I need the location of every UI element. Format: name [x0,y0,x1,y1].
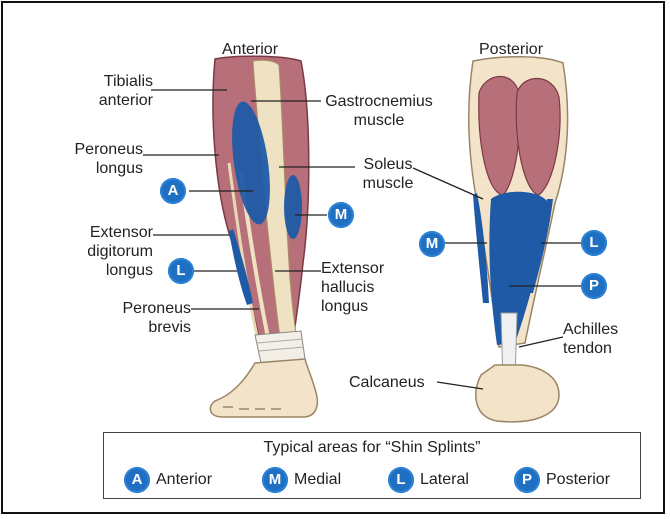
legend-title: Typical areas for “Shin Splints” [104,439,640,457]
legend-item-medial: M Medial [262,467,341,493]
badge-medial-area-anterior-view: M [328,202,354,228]
label-tibialis-line2: anterior [73,91,153,110]
label-gastrocnemius-muscle: Gastrocnemius muscle [319,92,439,130]
legend-item-lateral: L Lateral [388,467,469,493]
label-achilles-tendon: Achilles tendon [563,320,643,358]
label-peroneus-brevis: Peroneus brevis [103,299,191,337]
badge-lateral-area-posterior-view: L [581,230,607,256]
badge-medial-area-posterior-view: M [419,231,445,257]
label-peroneus-longus: Peroneus longus [59,140,143,178]
anterior-heading: Anterior [222,40,278,59]
anterior-leg [210,56,317,417]
label-gastrocnemius-line1: Gastrocnemius [319,92,439,111]
badge-lateral-area-anterior-view: L [168,258,194,284]
legend-badge-anterior: A [124,467,150,493]
label-extensor-digitorum-line1: Extensor [63,223,153,242]
label-soleus-line1: Soleus [353,155,423,174]
legend-badge-posterior: P [514,467,540,493]
label-soleus-line2: muscle [353,174,423,193]
legend-item-posterior: P Posterior [514,467,610,493]
legend-badge-lateral: L [388,467,414,493]
label-peroneus-brevis-line1: Peroneus [103,299,191,318]
posterior-heading: Posterior [479,40,543,59]
badge-anterior-area: A [160,178,186,204]
label-gastrocnemius-line2: muscle [319,111,439,130]
label-extensor-digitorum-line3: longus [63,261,153,280]
label-calcaneus: Calcaneus [349,373,425,392]
label-peroneus-brevis-line2: brevis [103,318,191,337]
label-extensor-hallucis-longus: Extensor hallucis longus [321,259,411,316]
label-extensor-hallucis-line3: longus [321,297,411,316]
legend-text-lateral: Lateral [420,471,469,489]
label-extensor-digitorum-line2: digitorum [63,242,153,261]
label-peroneus-longus-line1: Peroneus [59,140,143,159]
label-soleus-muscle: Soleus muscle [353,155,423,193]
legend-text-posterior: Posterior [546,471,610,489]
legend-text-anterior: Anterior [156,471,212,489]
legend-badge-medial: M [262,467,288,493]
label-extensor-digitorum-longus: Extensor digitorum longus [63,223,153,280]
posterior-leg [469,57,568,422]
figure-frame: Anterior Posterior Tibialis anterior Per… [1,1,665,514]
label-tibialis-anterior: Tibialis anterior [73,72,153,110]
label-extensor-hallucis-line2: hallucis [321,278,411,297]
label-achilles-line2: tendon [563,339,643,358]
label-extensor-hallucis-line1: Extensor [321,259,411,278]
label-achilles-line1: Achilles [563,320,643,339]
label-peroneus-longus-line2: longus [59,159,143,178]
legend-item-anterior: A Anterior [124,467,212,493]
legend-text-medial: Medial [294,471,341,489]
label-tibialis-line1: Tibialis [73,72,153,91]
badge-posterior-area: P [581,273,607,299]
legend-box: Typical areas for “Shin Splints” A Anter… [103,432,641,499]
